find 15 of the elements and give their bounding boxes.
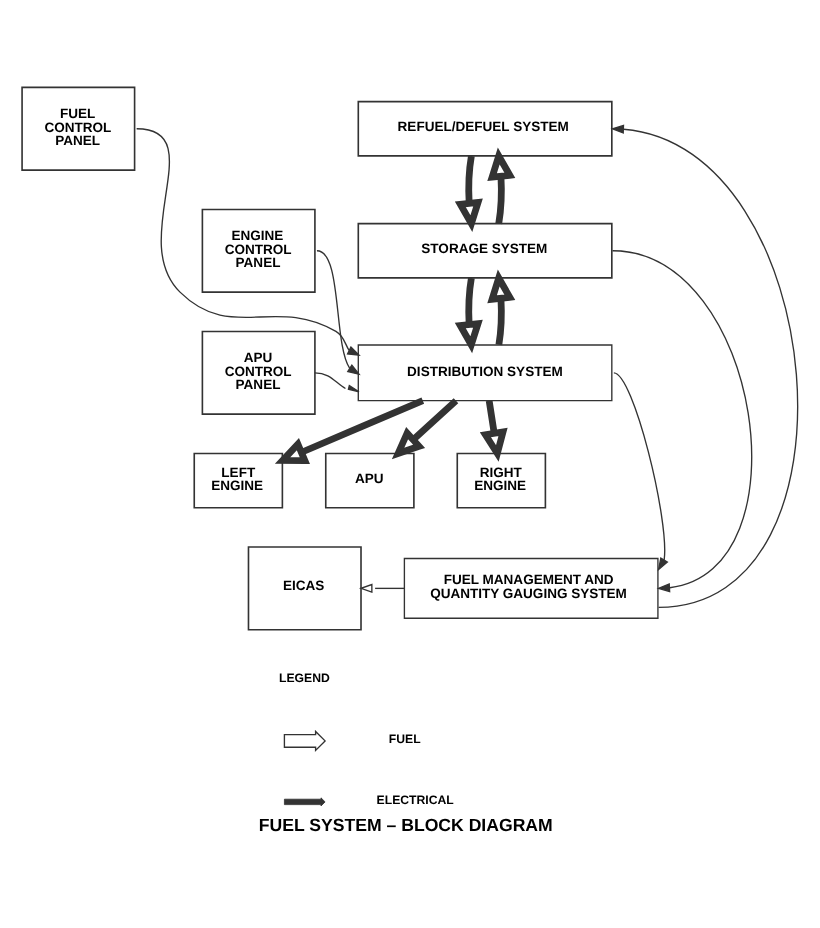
arrow — [487, 268, 516, 345]
arrow — [274, 396, 425, 463]
arrow — [479, 399, 508, 461]
arrow — [487, 146, 516, 224]
arrow — [391, 397, 459, 459]
arrow — [454, 276, 483, 353]
arrow — [610, 123, 798, 608]
diagram-title: FUEL SYSTEM – BLOCK DIAGRAM — [258, 813, 553, 834]
arrow — [611, 249, 753, 592]
arrow — [454, 154, 483, 231]
arrow — [613, 371, 669, 571]
arrow — [314, 371, 360, 392]
arrow — [358, 582, 406, 593]
arrow — [316, 249, 361, 375]
arrow — [135, 127, 361, 356]
